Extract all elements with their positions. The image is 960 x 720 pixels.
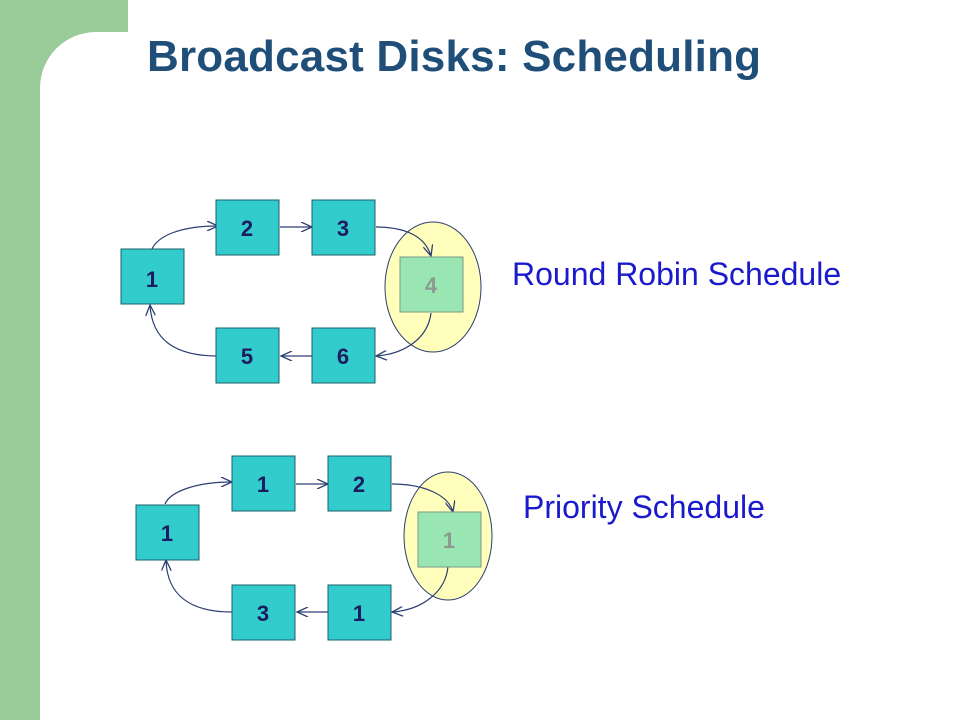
- pr-box: 1: [327, 584, 392, 641]
- pr-arrow-1-to-1: [164, 482, 232, 505]
- slide-title: Broadcast Disks: Scheduling: [147, 32, 762, 81]
- svg-text:2: 2: [241, 216, 253, 241]
- svg-text:1: 1: [443, 528, 455, 553]
- svg-text:3: 3: [257, 601, 269, 626]
- svg-text:1: 1: [161, 521, 173, 546]
- rr-box: 5: [215, 327, 280, 384]
- pr-box: 1: [135, 504, 200, 561]
- rr-box: 2: [215, 199, 280, 256]
- round-robin-diagram: 1 2 3 4 6 5: [120, 199, 482, 384]
- pr-arrow-2-to-1: [391, 483, 453, 512]
- pr-box: 1: [231, 455, 296, 512]
- rr-box: 1: [120, 248, 185, 305]
- priority-label: Priority Schedule: [523, 489, 765, 525]
- svg-text:4: 4: [425, 273, 438, 298]
- rr-box: 3: [311, 199, 376, 256]
- svg-text:5: 5: [241, 344, 253, 369]
- svg-text:1: 1: [353, 601, 365, 626]
- rr-highlighted-box: 4: [399, 256, 464, 313]
- svg-text:2: 2: [353, 472, 365, 497]
- sidebar-stripe: [0, 0, 40, 720]
- pr-highlighted-box: 1: [417, 511, 482, 568]
- rr-box: 6: [311, 327, 376, 384]
- pr-arrow-3-to-1: [166, 560, 233, 613]
- pr-box: 2: [327, 455, 392, 512]
- round-robin-label: Round Robin Schedule: [512, 256, 842, 292]
- pr-arrow-1-to-1-lower: [392, 565, 449, 612]
- rr-arrow-1-to-2: [151, 226, 218, 250]
- svg-text:1: 1: [257, 472, 269, 497]
- pr-box: 3: [231, 584, 296, 641]
- svg-text:6: 6: [337, 344, 349, 369]
- svg-text:1: 1: [146, 267, 158, 292]
- corner-decoration: [40, 0, 128, 88]
- rr-arrow-4-to-6: [376, 312, 432, 356]
- rr-arrow-5-to-1: [150, 305, 219, 357]
- svg-text:3: 3: [337, 216, 349, 241]
- rr-arrow-3-to-4: [375, 226, 431, 256]
- priority-diagram: 1 1 2 1 1 3: [135, 455, 493, 641]
